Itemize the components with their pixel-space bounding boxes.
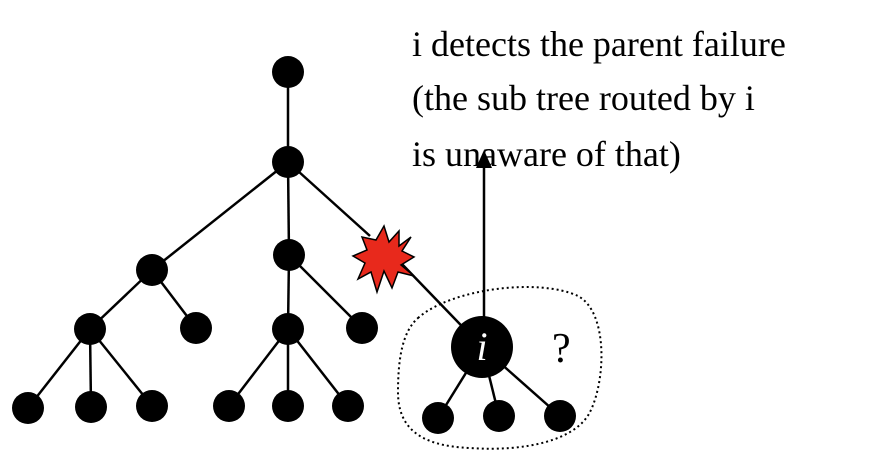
leaf-node: [272, 390, 304, 422]
root-node: [272, 56, 304, 88]
tree-node: [346, 312, 378, 344]
detecting-node-i: i: [451, 316, 513, 378]
edge: [287, 161, 371, 237]
up-arrow-icon: [476, 150, 492, 318]
leaf-node: [332, 390, 364, 422]
tree-node: [136, 254, 168, 286]
edge: [27, 328, 91, 409]
leaf-node: [544, 400, 576, 432]
leaf-node: [12, 392, 44, 424]
tree-node: [74, 313, 106, 345]
tree-node: [273, 239, 305, 271]
annotation-line-3: is unaware of that): [412, 134, 681, 174]
tree-node: [272, 146, 304, 178]
edge: [228, 328, 289, 407]
node-i-label: i: [476, 324, 487, 369]
annotation: i detects the parent failure (the sub tr…: [412, 24, 786, 174]
leaf-node: [483, 400, 515, 432]
annotation-line-2: (the sub tree routed by i: [412, 78, 755, 118]
edge: [288, 254, 363, 329]
edge: [89, 328, 153, 407]
annotation-line-1: i detects the parent failure: [412, 24, 786, 64]
edge: [287, 328, 349, 407]
leaf-node: [213, 390, 245, 422]
edge: [151, 161, 289, 271]
leaf-node: [75, 391, 107, 423]
unknown-marker: ?: [552, 326, 571, 372]
tree-node: [180, 312, 212, 344]
explosion-burst-icon: [351, 224, 416, 295]
tree-node: [272, 313, 304, 345]
leaf-node: [422, 402, 454, 434]
tree-nodes: [12, 56, 576, 434]
leaf-node: [136, 390, 168, 422]
